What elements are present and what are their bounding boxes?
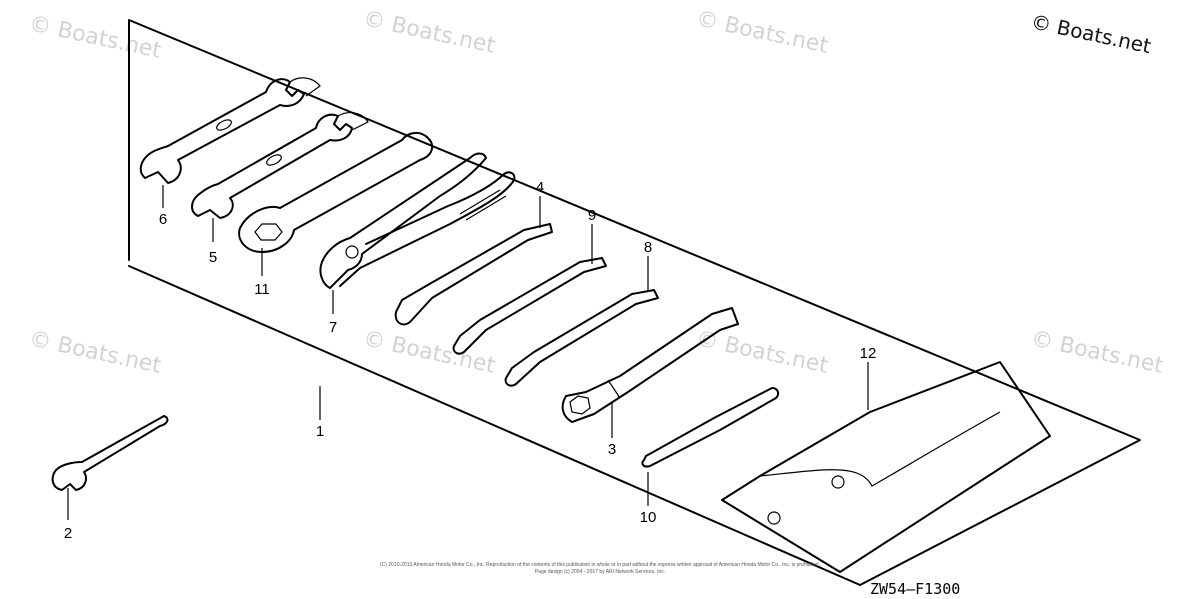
diagram-code: ZW54—F1300 — [870, 580, 960, 598]
callouts: 6 5 11 7 4 9 8 1 3 10 12 2 — [64, 179, 877, 542]
part-7-pliers — [319, 152, 516, 289]
tool-kit-outline — [128, 19, 1141, 586]
copyright-mark: © Boats.net — [1029, 9, 1153, 58]
part-2-wrench — [51, 415, 169, 491]
callout-9[interactable]: 9 — [588, 207, 596, 224]
part-5-wrench — [191, 112, 369, 219]
part-12-tool-bag — [721, 361, 1051, 573]
callout-12[interactable]: 12 — [860, 345, 877, 362]
part-3-socket — [561, 307, 739, 423]
watermark: © Boats.net — [361, 326, 498, 378]
part-8-screwdriver — [504, 289, 659, 387]
part-4-screwdriver — [394, 223, 553, 326]
callout-11[interactable]: 11 — [254, 281, 270, 298]
part-6-wrench — [139, 77, 321, 184]
part-10-handle — [641, 387, 780, 468]
watermark: © Boats.net — [27, 11, 164, 63]
callout-5[interactable]: 5 — [209, 249, 217, 266]
callout-2[interactable]: 2 — [64, 525, 72, 542]
fine-print-line-1: (C) 2010-2013 American Honda Motor Co., … — [380, 562, 820, 568]
callout-1[interactable]: 1 — [316, 423, 324, 440]
leader-lines — [67, 185, 869, 520]
watermark: © Boats.net — [27, 326, 164, 378]
watermark: © Boats.net — [1029, 326, 1166, 378]
part-9-screwdriver — [452, 257, 607, 355]
watermark: © Boats.net — [694, 6, 831, 58]
callout-3[interactable]: 3 — [608, 441, 616, 458]
callout-7[interactable]: 7 — [329, 319, 337, 336]
watermarks: © Boats.net © Boats.net © Boats.net © Bo… — [27, 6, 1166, 378]
fine-print-line-2: Page design (c) 2004 - 2017 by ARI Netwo… — [535, 569, 665, 575]
watermark: © Boats.net — [361, 6, 498, 58]
part-11-wrench — [238, 132, 434, 253]
callout-4[interactable]: 4 — [536, 179, 544, 196]
callout-6[interactable]: 6 — [159, 211, 167, 228]
callout-10[interactable]: 10 — [640, 509, 657, 526]
callout-8[interactable]: 8 — [644, 239, 652, 256]
